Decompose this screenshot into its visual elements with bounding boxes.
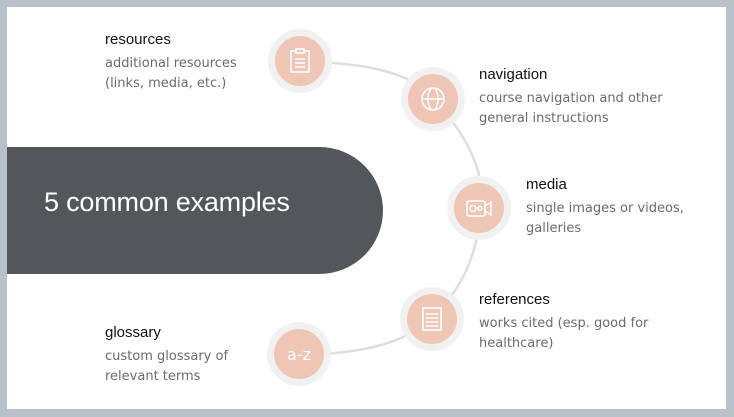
media-node (447, 176, 511, 240)
glossary-node: a-z (267, 322, 331, 386)
clipboard-icon (290, 48, 310, 73)
references-label: references works cited (esp. good for he… (479, 291, 648, 354)
title-banner: 5 common examples (7, 147, 383, 274)
references-description: works cited (esp. good for healthcare) (479, 316, 649, 351)
title-text: 5 common examples (44, 187, 290, 217)
glossary-description: custom glossary of relevant terms (105, 349, 229, 384)
resources-node (268, 29, 332, 93)
resources-description: additional resources (links, media, etc.… (105, 56, 237, 91)
navigation-description: course navigation and other general inst… (479, 91, 663, 126)
resources-label: resources additional resources (links, m… (105, 31, 237, 94)
a-z-icon: a-z (287, 344, 311, 364)
navigation-heading: navigation (479, 66, 548, 83)
navigation-node (401, 67, 465, 131)
media-description: single images or videos, galleries (526, 201, 684, 236)
globe-icon (421, 87, 445, 111)
references-heading: references (479, 291, 550, 308)
video-camera-icon (466, 200, 492, 217)
references-node (400, 287, 464, 351)
document-list-icon (422, 307, 442, 331)
slide: 5 common examples resources additional r… (7, 7, 726, 409)
media-heading: media (526, 176, 567, 193)
resources-heading: resources (105, 31, 171, 48)
navigation-label: navigation course navigation and other g… (479, 66, 663, 129)
media-label: media single images or videos, galleries (526, 176, 684, 239)
glossary-label: glossary custom glossary of relevant ter… (105, 324, 228, 387)
glossary-heading: glossary (105, 324, 161, 341)
